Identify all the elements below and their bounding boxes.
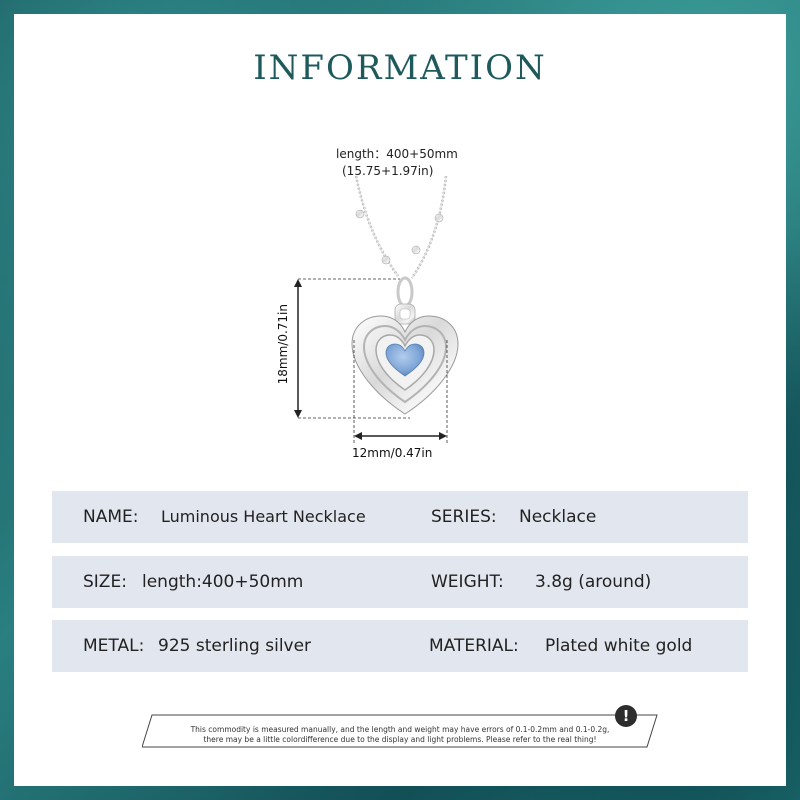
necklace-illustration xyxy=(294,175,459,444)
spec-value-material: Plated white gold xyxy=(545,636,693,656)
spec-row-name: NAME: Luminous Heart Necklace SERIES: Ne… xyxy=(52,491,748,543)
chain-bead xyxy=(434,213,444,223)
blue-stone xyxy=(385,343,425,377)
width-dimension-label: 12mm/0.47in xyxy=(352,446,433,460)
disclaimer-note: This commodity is measured manually, and… xyxy=(142,714,658,748)
length-inch-label: (15.75+1.97in) xyxy=(342,164,434,178)
info-card: INFORMATION xyxy=(14,14,786,786)
height-dimension-label: 18mm/0.71in xyxy=(276,304,290,385)
spec-row-metal: METAL: 925 sterling silver MATERIAL: Pla… xyxy=(52,620,748,672)
spec-value-metal: 925 sterling silver xyxy=(158,636,312,656)
chain-left xyxy=(354,175,400,277)
spec-value-series: Necklace xyxy=(519,507,597,527)
spec-value-weight: 3.8g (around) xyxy=(535,572,652,592)
note-frame xyxy=(142,714,658,748)
page-title: INFORMATION xyxy=(253,48,547,88)
exclamation-circle-icon: ! xyxy=(615,705,637,727)
length-label: length：400+50mm xyxy=(336,147,458,161)
spec-value-name: Luminous Heart Necklace xyxy=(161,507,366,526)
spec-value-size: length:400+50mm xyxy=(142,572,304,592)
spec-label-name: NAME: xyxy=(83,507,139,527)
disclaimer-line-1: This commodity is measured manually, and… xyxy=(190,725,610,734)
chain-bead xyxy=(355,209,365,219)
spec-row-size: SIZE: length:400+50mm WEIGHT: 3.8g (arou… xyxy=(52,556,748,608)
chain-bead xyxy=(381,255,391,265)
product-figure: length：400+50mm (15.75+1.97in) 18mm/0.71… xyxy=(14,14,786,494)
disclaimer-text: This commodity is measured manually, and… xyxy=(142,725,658,745)
chain-bead xyxy=(411,245,421,255)
spec-label-weight: WEIGHT: xyxy=(431,572,504,592)
chain-right xyxy=(410,175,448,279)
spec-label-material: MATERIAL: xyxy=(429,636,519,656)
spec-label-metal: METAL: xyxy=(83,636,145,656)
spec-label-size: SIZE: xyxy=(83,572,127,592)
clasp xyxy=(396,276,414,308)
spec-label-series: SERIES: xyxy=(431,507,497,527)
disclaimer-line-2: there may be a little colordifference du… xyxy=(203,735,597,744)
